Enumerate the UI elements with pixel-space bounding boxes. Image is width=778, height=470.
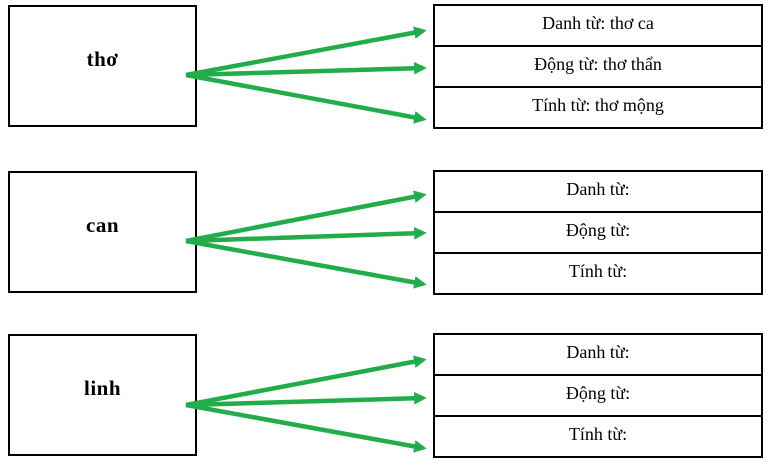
word-type-row-noun: Danh từ: bbox=[435, 335, 761, 376]
arrow-line bbox=[185, 61, 427, 78]
arrow-line bbox=[185, 391, 427, 408]
word-type-label: Động từ: bbox=[565, 220, 631, 240]
word-type-row-adjective: Tính từ: thơ mộng bbox=[435, 88, 761, 127]
word-mapping-group-tho: thơ Danh từ: thơ ca Động từ: thơ thẩn Tí… bbox=[0, 4, 778, 129]
word-type-row-adjective: Tính từ: bbox=[435, 254, 761, 293]
word-type-label: Danh từ: thơ ca bbox=[542, 13, 654, 33]
word-type-label: Tính từ: bbox=[568, 261, 628, 281]
word-type-box: Danh từ: thơ ca Động từ: thơ thẩn Tính t… bbox=[433, 4, 763, 129]
word-type-label: Danh từ: bbox=[566, 342, 630, 362]
word-type-row-verb: Động từ: bbox=[435, 213, 761, 254]
source-word-box: can bbox=[8, 171, 197, 293]
arrow-line bbox=[185, 402, 427, 453]
source-word: linh bbox=[83, 375, 122, 400]
arrow-line bbox=[185, 355, 427, 408]
source-word: thơ bbox=[86, 46, 119, 71]
word-type-label: Động từ: thơ thẩn bbox=[534, 54, 662, 74]
source-word: can bbox=[86, 212, 119, 237]
arrows-graphic bbox=[185, 355, 427, 453]
arrow-line bbox=[185, 72, 427, 124]
word-type-box: Danh từ: Động từ: Tính từ: bbox=[433, 333, 763, 458]
word-mapping-group-can: can Danh từ: Động từ: Tính từ: bbox=[0, 170, 778, 295]
word-type-label: Danh từ: bbox=[566, 179, 630, 199]
word-type-label: Tính từ: bbox=[568, 424, 628, 444]
word-type-row-noun: Danh từ: bbox=[435, 172, 761, 213]
source-word-box: thơ bbox=[8, 5, 197, 127]
word-type-label: Tính từ: thơ mộng bbox=[532, 95, 664, 115]
arrow-line bbox=[185, 26, 427, 78]
source-word-box: linh bbox=[8, 334, 197, 456]
word-type-label: Động từ: bbox=[565, 383, 631, 403]
word-type-box: Danh từ: Động từ: Tính từ: bbox=[433, 170, 763, 295]
word-type-row-verb: Động từ: thơ thẩn bbox=[435, 47, 761, 88]
arrow-line bbox=[185, 190, 427, 244]
word-type-row-adjective: Tính từ: bbox=[435, 417, 761, 456]
word-mapping-group-linh: linh Danh từ: Động từ: Tính từ: bbox=[0, 333, 778, 458]
arrow-line bbox=[185, 238, 427, 289]
word-type-row-noun: Danh từ: thơ ca bbox=[435, 6, 761, 47]
arrow-line bbox=[185, 227, 427, 244]
arrows-graphic bbox=[185, 190, 427, 289]
arrows-graphic bbox=[185, 26, 427, 124]
word-type-row-verb: Động từ: bbox=[435, 376, 761, 417]
